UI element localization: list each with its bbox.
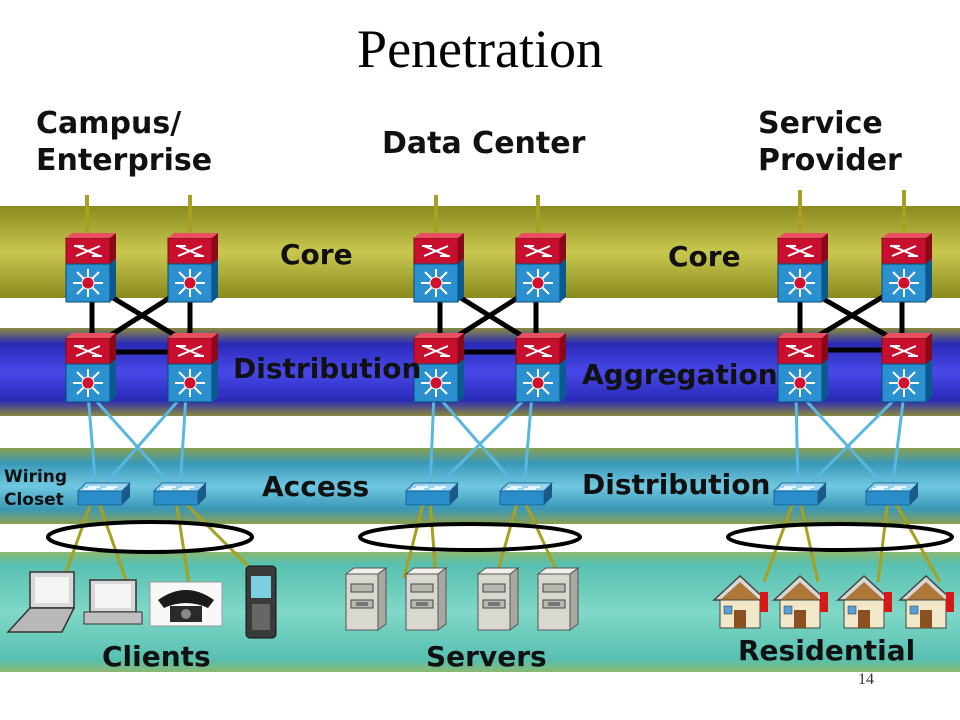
multilayer-switch-icon — [515, 332, 567, 403]
residential-label: Residential — [738, 634, 915, 667]
router-icon — [65, 232, 117, 303]
multilayer-switch-icon — [881, 332, 933, 403]
laptop-icon — [6, 571, 76, 633]
page-number: 14 — [858, 671, 874, 688]
multilayer-switch-icon — [65, 332, 117, 403]
campus-heading-line2: Enterprise — [36, 143, 212, 178]
endpoint-links — [62, 498, 942, 591]
campus-heading-line1: Campus/ — [36, 106, 181, 141]
access-links — [86, 392, 906, 492]
multilayer-switch-icon — [413, 332, 465, 403]
access-switch-icon — [865, 482, 919, 506]
access-groups — [46, 520, 954, 554]
campus-core-label: Core — [280, 238, 353, 271]
server-icon — [345, 567, 387, 631]
router-icon — [777, 232, 829, 303]
slide-title: Penetration — [357, 19, 603, 79]
server-icon — [405, 567, 447, 631]
telephone-icon — [149, 581, 223, 627]
campus-distribution-label: Distribution — [233, 352, 421, 385]
access-switch-icon — [153, 482, 207, 506]
mobile-phone-icon — [245, 565, 277, 639]
router-icon — [167, 232, 219, 303]
router-icon — [413, 232, 465, 303]
router-icon — [515, 232, 567, 303]
provider-core-label: Core — [668, 240, 741, 273]
desktop-icon — [83, 579, 143, 625]
router-icon — [881, 232, 933, 303]
access-switch-icon — [77, 482, 131, 506]
datacenter-heading: Data Center — [382, 126, 586, 161]
servers-label: Servers — [426, 640, 547, 673]
provider-heading-line2: Provider — [758, 143, 902, 178]
uplinks — [85, 190, 906, 240]
access-switch-icon — [499, 482, 553, 506]
provider-aggregation-label: Aggregation — [582, 358, 778, 391]
wiring-closet-label-line2: Closet — [4, 490, 64, 510]
multilayer-switch-icon — [167, 332, 219, 403]
server-icon — [477, 567, 519, 631]
server-icon — [537, 567, 579, 631]
multilayer-switch-icon — [777, 332, 829, 403]
access-switch-icon — [773, 482, 827, 506]
provider-heading-line1: Service — [758, 106, 883, 141]
provider-distribution-label: Distribution — [582, 468, 770, 501]
access-switch-icon — [405, 482, 459, 506]
clients-label: Clients — [102, 640, 211, 673]
wiring-closet-label-line1: Wiring — [4, 467, 67, 487]
campus-access-label: Access — [262, 470, 369, 503]
